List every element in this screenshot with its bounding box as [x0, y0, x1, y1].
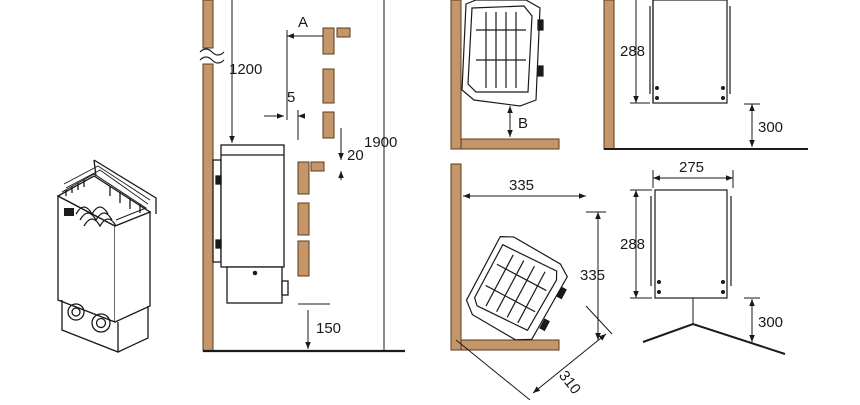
- dim-label-b: B: [518, 115, 528, 132]
- dim-label-300-upper: 300: [758, 119, 783, 136]
- dim-label-1900: 1900: [364, 134, 397, 151]
- dim-label-a: A: [298, 14, 308, 31]
- front-view-lower-corner: 275 288 300: [620, 159, 786, 355]
- heater-side-profile: [212, 144, 289, 304]
- dim-label-20: 20: [347, 147, 364, 164]
- corner-top-view-upper: B: [450, 0, 560, 150]
- dim-label-335-horizontal: 335: [509, 177, 534, 194]
- wood-wall-horizontal-upper: [460, 138, 560, 150]
- dim-label-288-upper: 288: [620, 43, 645, 60]
- wood-wall-horizontal-lower: [460, 339, 560, 351]
- heater-top-upright: [461, 0, 544, 107]
- heater-front-lower: [650, 189, 732, 299]
- front-view-upper: 288 300: [603, 0, 808, 150]
- wood-wall-upper: [202, 0, 214, 49]
- side-elevation-view: 1200 A 5 20 1900 150: [199, 0, 405, 353]
- dim-label-150: 150: [316, 320, 341, 337]
- dim-label-1200: 1200: [229, 61, 262, 78]
- heater-top-rotated: [465, 235, 568, 341]
- dim-label-300-lower: 300: [758, 314, 783, 331]
- wood-wall-lower: [202, 63, 214, 352]
- heater-front-upper: [649, 0, 731, 104]
- dim-label-5: 5: [287, 89, 295, 106]
- dim-label-275: 275: [679, 159, 704, 176]
- heater-3d-view: [56, 159, 157, 353]
- wood-wall-vertical-lower: [450, 163, 462, 351]
- wood-wall-right-upper: [603, 0, 615, 150]
- wooden-guard-slats: [297, 27, 351, 277]
- wood-wall-vertical-upper: [450, 0, 462, 150]
- dim-label-288-lower: 288: [620, 236, 645, 253]
- dim-label-335-vertical: 335: [580, 267, 605, 284]
- corner-top-view-lower: 335 335 310: [450, 163, 613, 401]
